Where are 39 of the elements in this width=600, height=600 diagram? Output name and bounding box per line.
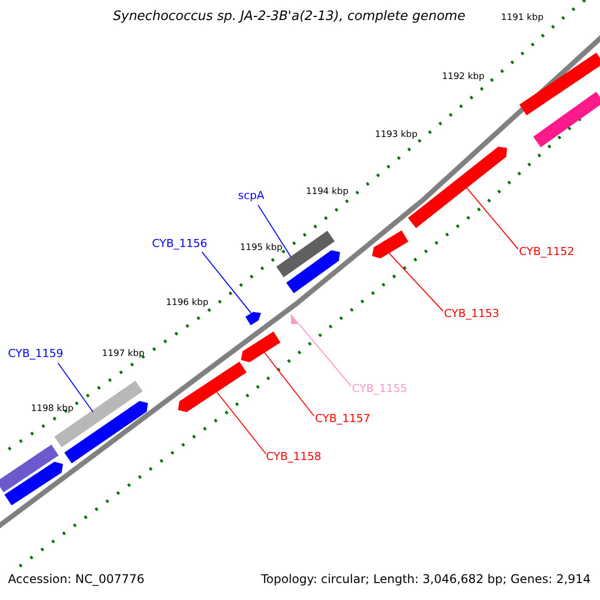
leader-line xyxy=(202,252,252,314)
leader-line xyxy=(388,252,444,312)
scale-label: 1198 kbp xyxy=(31,404,74,414)
leader-line xyxy=(58,362,94,412)
gene-label: CYB_1158 xyxy=(266,451,322,464)
scale-label: 1195 kbp xyxy=(240,243,282,254)
info-text: Topology: circular; Length: 3,046,682 bp; Genes: 2,914 xyxy=(261,573,591,587)
gene-feature-bar xyxy=(291,314,299,324)
leader-line xyxy=(216,390,266,454)
gene-label: scpA xyxy=(238,190,264,203)
gene-feature-bar xyxy=(245,312,261,326)
scale-label: 1197 kbp xyxy=(102,349,144,360)
leader-line xyxy=(466,186,518,250)
gene-feature-bar xyxy=(178,362,247,412)
leader-line xyxy=(264,352,314,416)
gene-label: CYB_1159 xyxy=(8,348,64,361)
gene-label: CYB_1157 xyxy=(315,413,370,426)
gene-feature-bar xyxy=(408,146,507,228)
gene-label: CYB_1156 xyxy=(152,238,208,251)
scale-label: 1191 kbp xyxy=(501,13,544,24)
gene-feature-bar xyxy=(4,462,63,506)
gene-feature-bar xyxy=(241,332,280,362)
scale-label: 1193 kbp xyxy=(375,130,418,140)
leader-line xyxy=(298,324,352,386)
gene-feature-bar xyxy=(519,52,600,116)
title: Synechococcus sp. JA-2-3B'a(2-13), complete genome xyxy=(113,10,466,25)
gene-feature-bar xyxy=(286,250,340,294)
leader-line xyxy=(258,204,292,258)
gene-feature-bar xyxy=(0,444,59,492)
scale-label: 1196 kbp xyxy=(166,298,208,308)
gene-label: CYB_1152 xyxy=(519,246,574,259)
scale-label: 1192 kbp xyxy=(442,72,484,82)
gene-feature-bar xyxy=(533,92,600,148)
gene-label: CYB_1155 xyxy=(352,383,408,396)
scale-label: 1194 kbp xyxy=(306,187,348,198)
info-text: Accession: NC_007776 xyxy=(8,573,144,587)
gene-label: CYB_1153 xyxy=(444,308,500,321)
gene-feature-bar xyxy=(54,380,143,448)
gene-feature-bar xyxy=(372,230,408,258)
